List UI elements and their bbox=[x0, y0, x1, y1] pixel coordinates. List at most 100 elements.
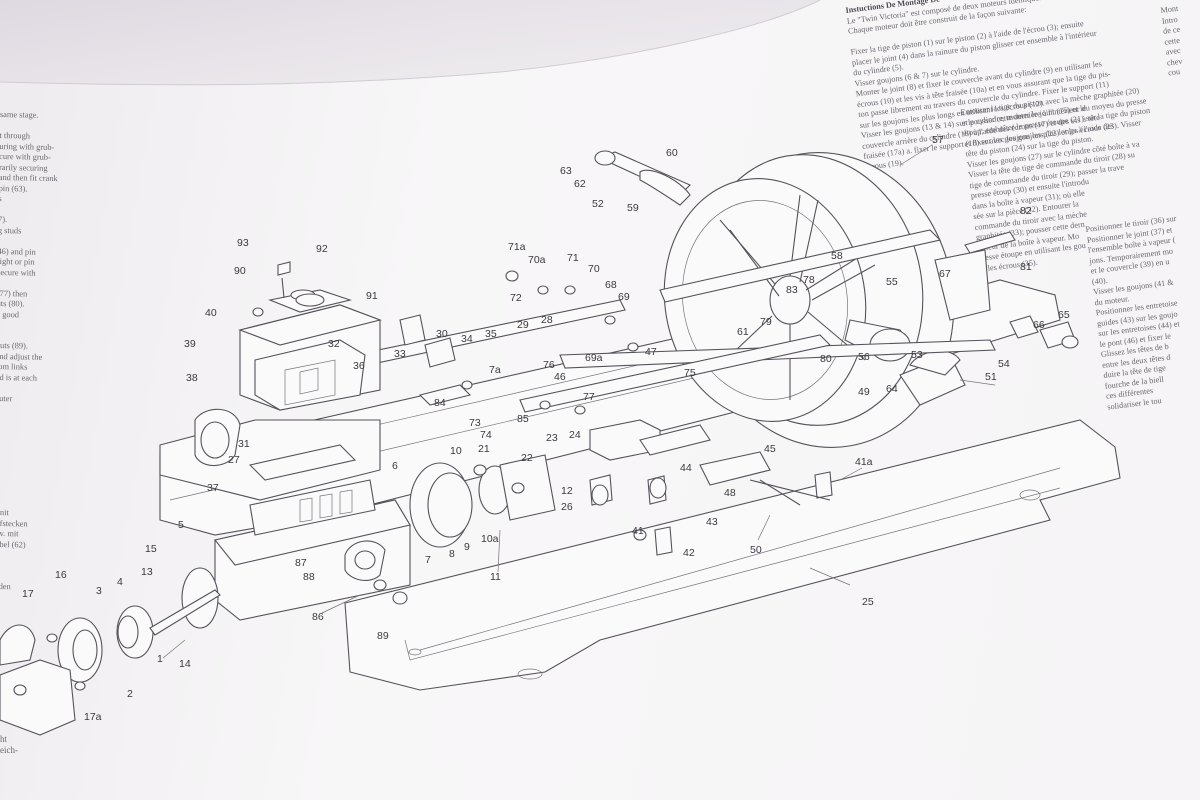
text-line: eich- bbox=[0, 744, 18, 755]
part-number-label: 84 bbox=[434, 397, 446, 409]
part-number-label: 24 bbox=[569, 429, 581, 441]
part-number-label: 44 bbox=[680, 462, 692, 474]
part-number-label: 29 bbox=[517, 319, 529, 331]
part-number-label: 31 bbox=[238, 438, 250, 450]
part-number-label: 41 bbox=[632, 525, 644, 537]
part-number-label: 74 bbox=[480, 429, 492, 441]
part-number-label: 36 bbox=[353, 360, 365, 372]
part-number-label: 89 bbox=[377, 630, 389, 642]
part-number-label: 63 bbox=[560, 165, 572, 177]
part-number-label: 54 bbox=[998, 358, 1010, 370]
part-number-label: 75 bbox=[684, 367, 696, 379]
part-number-label: 85 bbox=[517, 413, 529, 425]
part-number-label: 42 bbox=[683, 547, 695, 559]
engine-artwork bbox=[0, 150, 1121, 736]
part-number-label: 81 bbox=[1020, 261, 1032, 273]
part-number-label: 67 bbox=[939, 268, 951, 280]
part-number-label: 79 bbox=[760, 316, 772, 328]
part-number-label: 45 bbox=[764, 443, 776, 455]
part-number-label: 43 bbox=[706, 516, 718, 528]
part-number-label: 48 bbox=[724, 487, 736, 499]
leader-lines bbox=[162, 144, 996, 659]
text-line: ht bbox=[0, 734, 8, 744]
part-number-label: 7 bbox=[425, 554, 431, 566]
part-number-label: 70a bbox=[528, 254, 546, 266]
part-number-label: 27 bbox=[228, 454, 240, 466]
part-number-label: 22 bbox=[521, 452, 533, 464]
part-number-label: 41a bbox=[855, 456, 873, 468]
part-number-label: 82 bbox=[1020, 205, 1032, 217]
part-number-label: 4 bbox=[117, 576, 123, 588]
part-number-label: 8 bbox=[449, 548, 455, 560]
part-number-label: 35 bbox=[485, 328, 497, 340]
part-number-label: 56 bbox=[858, 351, 870, 363]
part-number-label: 47 bbox=[645, 346, 657, 358]
part-number-label: 87 bbox=[295, 557, 307, 569]
part-number-label: 15 bbox=[145, 543, 157, 555]
part-number-label: 88 bbox=[303, 571, 315, 583]
part-number-label: 13 bbox=[141, 566, 153, 578]
part-number-label: 10 bbox=[450, 445, 462, 457]
part-number-label: 11 bbox=[490, 571, 501, 583]
part-number-label: 71a bbox=[508, 241, 526, 253]
part-number-label: 17 bbox=[22, 588, 34, 600]
part-number-label: 3 bbox=[96, 585, 102, 597]
part-number-label: 65 bbox=[1058, 309, 1070, 321]
part-number-label: 26 bbox=[561, 501, 573, 513]
part-number-label: 62 bbox=[574, 178, 586, 190]
part-number-label: 80 bbox=[820, 353, 832, 365]
part-number-label: 86 bbox=[312, 611, 324, 623]
part-number-label: 78 bbox=[803, 274, 815, 286]
part-number-label: 71 bbox=[567, 252, 579, 264]
part-number-label: 53 bbox=[911, 349, 923, 361]
part-number-label: 30 bbox=[436, 328, 448, 340]
part-number-label: 93 bbox=[237, 237, 249, 249]
part-number-label: 57 bbox=[932, 134, 944, 146]
part-number-label: 9 bbox=[464, 541, 470, 553]
part-number-label: 21 bbox=[478, 443, 490, 455]
part-number-label: 52 bbox=[592, 198, 604, 210]
part-number-label: 66 bbox=[1033, 319, 1045, 331]
part-number-label: 1 bbox=[157, 653, 163, 665]
part-number-label: 14 bbox=[179, 658, 191, 670]
part-number-label: 46 bbox=[554, 371, 566, 383]
part-number-label: 77 bbox=[583, 391, 595, 403]
part-number-label: 50 bbox=[750, 544, 762, 556]
part-number-label: 40 bbox=[205, 307, 217, 319]
part-number-label: 39 bbox=[184, 338, 196, 350]
part-number-label: 38 bbox=[186, 372, 198, 384]
part-number-label: 6 bbox=[392, 460, 398, 472]
part-number-label: 17a bbox=[84, 711, 102, 723]
part-number-label: 34 bbox=[461, 333, 473, 345]
part-number-label: 33 bbox=[394, 348, 406, 360]
part-number-label: 7a bbox=[489, 364, 501, 376]
part-number-label: 5 bbox=[178, 519, 184, 531]
part-number-label: 69 bbox=[618, 291, 630, 303]
part-number-label: 55 bbox=[886, 276, 898, 288]
part-number-label: 83 bbox=[786, 284, 798, 296]
part-number-label: 37 bbox=[207, 482, 219, 494]
part-number-label: 90 bbox=[234, 265, 246, 277]
part-number-label: 10a bbox=[481, 533, 499, 545]
part-number-label: 58 bbox=[831, 250, 843, 262]
part-number-label: 72 bbox=[510, 292, 522, 304]
part-number-label: 51 bbox=[985, 371, 997, 383]
part-number-label: 16 bbox=[55, 569, 67, 581]
part-number-label: 69a bbox=[585, 352, 603, 364]
part-number-label: 76 bbox=[543, 359, 555, 371]
part-number-label: 73 bbox=[469, 417, 481, 429]
part-number-label: 59 bbox=[627, 202, 639, 214]
part-number-label: 92 bbox=[316, 243, 328, 255]
part-number-label: 61 bbox=[737, 326, 749, 338]
part-number-label: 25 bbox=[862, 596, 874, 608]
part-number-label: 12 bbox=[561, 485, 573, 497]
part-number-label: 64 bbox=[886, 383, 898, 395]
part-number-label: 49 bbox=[858, 386, 870, 398]
part-number-label: 32 bbox=[328, 338, 340, 350]
left-bottom-text: ht eich- bbox=[0, 733, 18, 755]
part-number-label: 28 bbox=[541, 314, 553, 326]
